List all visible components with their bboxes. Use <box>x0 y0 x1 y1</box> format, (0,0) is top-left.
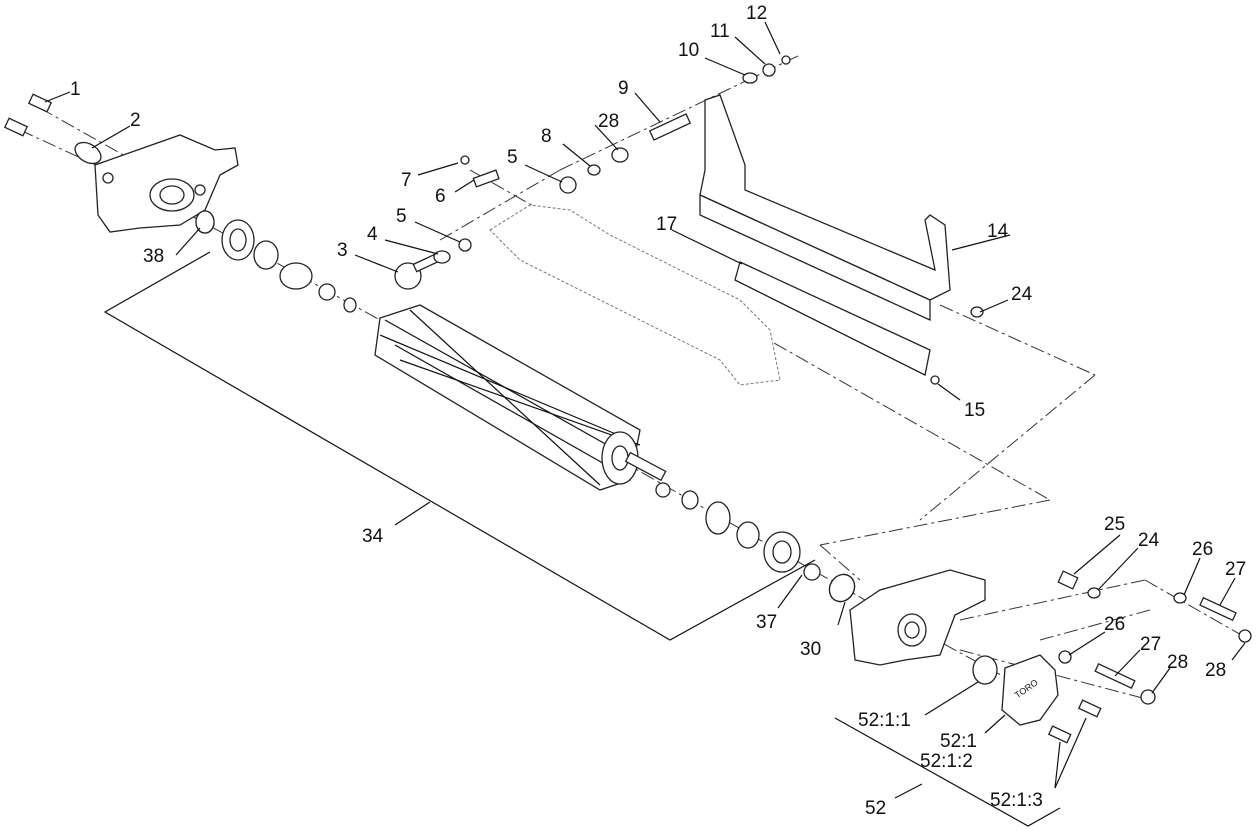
shaft-part-9 <box>648 113 692 141</box>
label-11: 11 <box>710 21 730 42</box>
bedknife-part-17 <box>734 261 931 376</box>
label-10: 10 <box>678 40 699 61</box>
label-52-1-2: 52:1:2 <box>920 751 973 772</box>
label-14: 14 <box>987 221 1009 242</box>
label-6: 6 <box>435 186 446 207</box>
ring-part-4 <box>433 250 451 264</box>
label-12: 12 <box>746 3 767 24</box>
nut-part-28-bottom <box>1140 689 1156 705</box>
screw-part-15 <box>930 375 940 385</box>
right-bearing-stack <box>655 482 856 603</box>
label-24a: 24 <box>1011 284 1033 305</box>
label-27a: 27 <box>1225 559 1246 580</box>
cover-assembly-part-52: TORO <box>972 654 1102 744</box>
label-5b: 5 <box>507 147 518 168</box>
label-38: 38 <box>143 246 164 267</box>
bedknife-bar-part-14 <box>699 94 951 322</box>
bolt-part-1 <box>3 93 53 137</box>
screw-part-52-1-3b <box>1047 725 1072 744</box>
washer-part-26-top <box>1173 592 1187 604</box>
label-28a: 28 <box>598 111 619 132</box>
label-5a: 5 <box>396 206 407 227</box>
reel-assembly <box>374 304 667 491</box>
label-26b: 26 <box>1104 614 1125 635</box>
left-bearing-stack <box>195 210 357 313</box>
label-3: 3 <box>337 240 348 261</box>
label-52: 52 <box>865 798 886 819</box>
label-1: 1 <box>70 79 81 100</box>
frame-ghost <box>489 204 781 386</box>
label-28b: 28 <box>1167 652 1188 673</box>
label-52-1-3: 52:1:3 <box>990 790 1043 811</box>
label-24b: 24 <box>1138 530 1160 551</box>
plate-part-6 <box>472 169 500 188</box>
o-ring-part-52-1-1 <box>972 655 998 685</box>
label-27b: 27 <box>1140 634 1161 655</box>
label-8: 8 <box>541 126 552 147</box>
label-52-1: 52:1 <box>940 731 977 752</box>
gear-part-3 <box>394 252 442 290</box>
o-ring-part-2 <box>74 141 102 165</box>
right-side-plate <box>849 569 986 666</box>
left-side-plate <box>94 134 239 233</box>
nut-part-28-right <box>1238 629 1252 643</box>
washer-part-24-right <box>1087 587 1101 599</box>
bushing-part-5a <box>458 238 472 252</box>
label-4: 4 <box>367 224 378 245</box>
label-30: 30 <box>800 639 821 660</box>
label-2: 2 <box>130 110 141 131</box>
label-52-1-1: 52:1:1 <box>858 710 911 731</box>
cover-part-52-1 <box>1001 654 1059 726</box>
washer-part-8 <box>587 164 601 176</box>
label-25: 25 <box>1104 514 1125 535</box>
label-17: 17 <box>656 214 677 235</box>
washer-part-10 <box>742 72 758 84</box>
screw-part-52-1-3a <box>1077 699 1102 718</box>
cap-part-12 <box>781 55 791 65</box>
callout-labels: 1 2 3 4 5 5 6 7 8 9 10 11 12 14 15 17 24… <box>70 3 1246 819</box>
washer-part-24-top <box>970 306 984 318</box>
label-37: 37 <box>756 612 777 633</box>
spring-part-11 <box>762 63 776 77</box>
spacer-part-25 <box>1057 570 1079 590</box>
bushing-part-38 <box>195 210 215 234</box>
washer-part-26-bottom <box>1058 650 1072 664</box>
o-ring-part-30 <box>828 573 856 603</box>
label-26a: 26 <box>1192 539 1213 560</box>
nut-part-28-top <box>611 147 629 163</box>
screw-part-7 <box>460 155 470 165</box>
bushing-part-5b <box>559 176 577 194</box>
label-9: 9 <box>618 78 629 99</box>
label-34: 34 <box>362 526 384 547</box>
label-28c: 28 <box>1205 660 1226 681</box>
leader-lines <box>44 21 1246 827</box>
label-15: 15 <box>964 400 985 421</box>
label-7: 7 <box>401 170 412 191</box>
bolt-part-27-top <box>1199 596 1237 622</box>
